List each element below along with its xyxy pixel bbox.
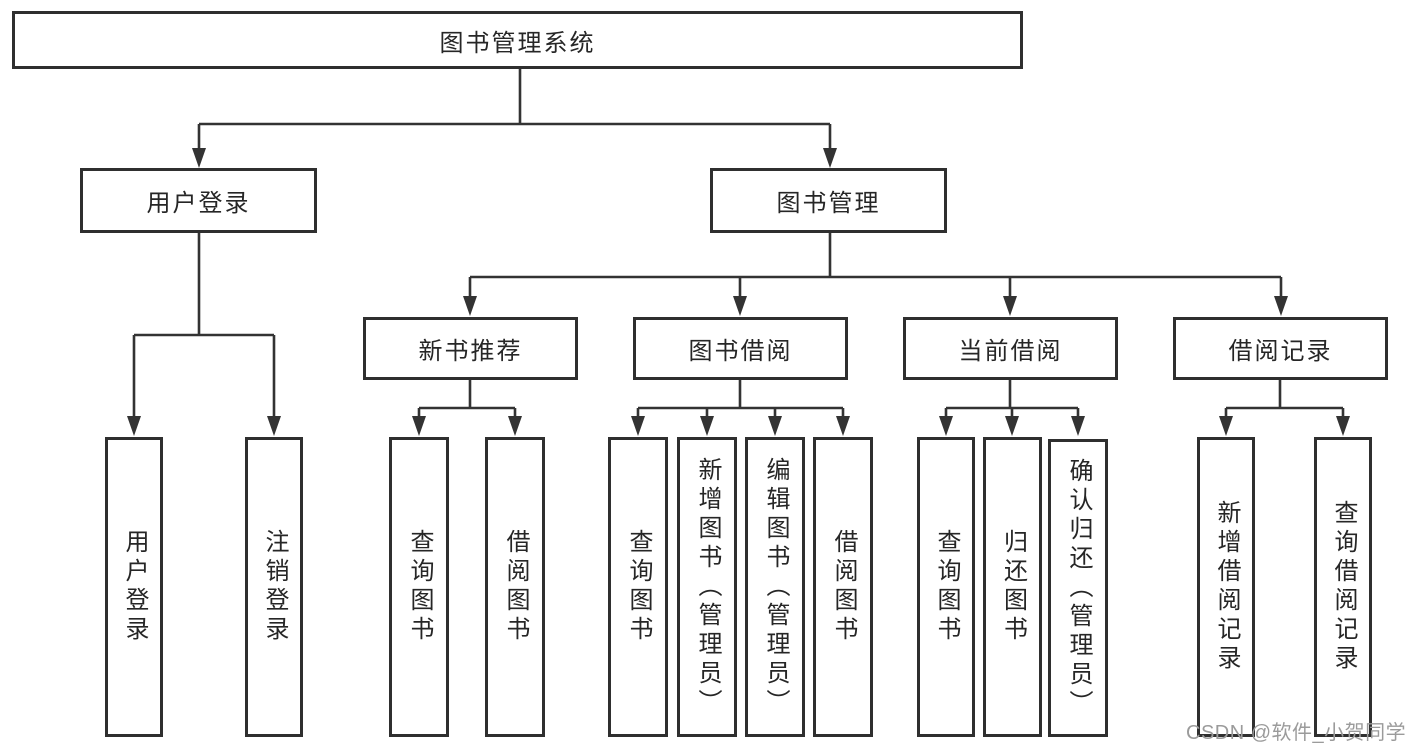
node-label: 新书推荐 — [418, 338, 523, 365]
arrowhead — [267, 416, 281, 436]
node-label: 查询借阅记录 — [1330, 500, 1357, 674]
arrowhead — [508, 416, 522, 436]
arrowhead — [127, 416, 141, 436]
arrowhead — [631, 416, 645, 436]
leaf-borrow-books-2: 借阅图书 — [813, 437, 873, 737]
leaf-logout: 注销登录 — [245, 437, 303, 737]
arrowhead — [700, 416, 714, 436]
node-label: 新增图书（管理员） — [694, 456, 721, 718]
connector-book-borrow-branch — [631, 380, 850, 436]
node-label: 新增借阅记录 — [1213, 500, 1240, 674]
node-label: 归还图书 — [999, 529, 1027, 645]
node-label: 用户登录 — [146, 190, 251, 217]
node-current-borrow: 当前借阅 — [903, 317, 1118, 380]
connector-user-login-branch — [127, 233, 281, 436]
node-label: 查询图书 — [625, 529, 652, 645]
arrowhead — [412, 416, 426, 436]
leaf-add-borrow-record: 新增借阅记录 — [1197, 437, 1255, 737]
node-label: 当前借阅 — [958, 338, 1063, 365]
leaf-borrow-books-1: 借阅图书 — [485, 437, 545, 737]
arrowhead — [1274, 296, 1288, 316]
leaf-query-books-3: 查询图书 — [917, 437, 975, 737]
connector-current-borrow-branch — [939, 380, 1085, 436]
leaf-return-book: 归还图书 — [983, 437, 1042, 737]
arrowhead — [939, 416, 953, 436]
connector-new-book-branch — [412, 380, 522, 436]
node-root-system: 图书管理系统 — [12, 11, 1023, 69]
node-label: 借阅图书 — [830, 529, 857, 645]
arrowhead — [1003, 296, 1017, 316]
arrowhead — [192, 148, 206, 168]
node-book-management: 图书管理 — [710, 168, 947, 233]
leaf-edit-book-admin: 编辑图书（管理员） — [745, 437, 805, 737]
arrowhead — [463, 296, 477, 316]
node-label: 图书借阅 — [688, 338, 793, 365]
node-label: 查询图书 — [933, 529, 960, 645]
arrowhead — [1219, 416, 1233, 436]
arrowhead — [1005, 416, 1019, 436]
connector-borrow-record-branch — [1219, 380, 1350, 436]
leaf-add-book-admin: 新增图书（管理员） — [677, 437, 737, 737]
node-book-borrow: 图书借阅 — [633, 317, 848, 380]
node-label: 图书管理 — [776, 190, 881, 217]
arrowhead — [836, 416, 850, 436]
node-label: 借阅记录 — [1228, 338, 1333, 365]
leaf-query-books-1: 查询图书 — [389, 437, 449, 737]
arrowhead — [1336, 416, 1350, 436]
arrowhead — [733, 296, 747, 316]
leaf-confirm-return-admin: 确认归还（管理员） — [1048, 439, 1108, 737]
leaf-query-borrow-record: 查询借阅记录 — [1314, 437, 1372, 737]
connector-book-management-branch — [463, 233, 1288, 316]
node-user-login: 用户登录 — [80, 168, 317, 233]
node-borrow-record: 借阅记录 — [1173, 317, 1388, 380]
leaf-query-books-2: 查询图书 — [608, 437, 668, 737]
arrowhead — [768, 416, 782, 436]
node-label: 用户登录 — [121, 529, 148, 645]
connector-root-to-level2 — [192, 69, 837, 168]
node-label: 注销登录 — [261, 529, 288, 645]
leaf-user-login: 用户登录 — [105, 437, 163, 737]
node-label: 借阅图书 — [502, 529, 529, 645]
node-new-book-recommend: 新书推荐 — [363, 317, 578, 380]
csdn-watermark: CSDN @软件_小贺同学 — [1186, 722, 1405, 744]
arrowhead — [1071, 416, 1085, 436]
node-label: 编辑图书（管理员） — [762, 456, 789, 718]
node-label: 查询图书 — [406, 529, 433, 645]
node-label: 确认归还（管理员） — [1065, 457, 1092, 719]
node-label: 图书管理系统 — [439, 29, 596, 57]
arrowhead — [823, 148, 837, 168]
